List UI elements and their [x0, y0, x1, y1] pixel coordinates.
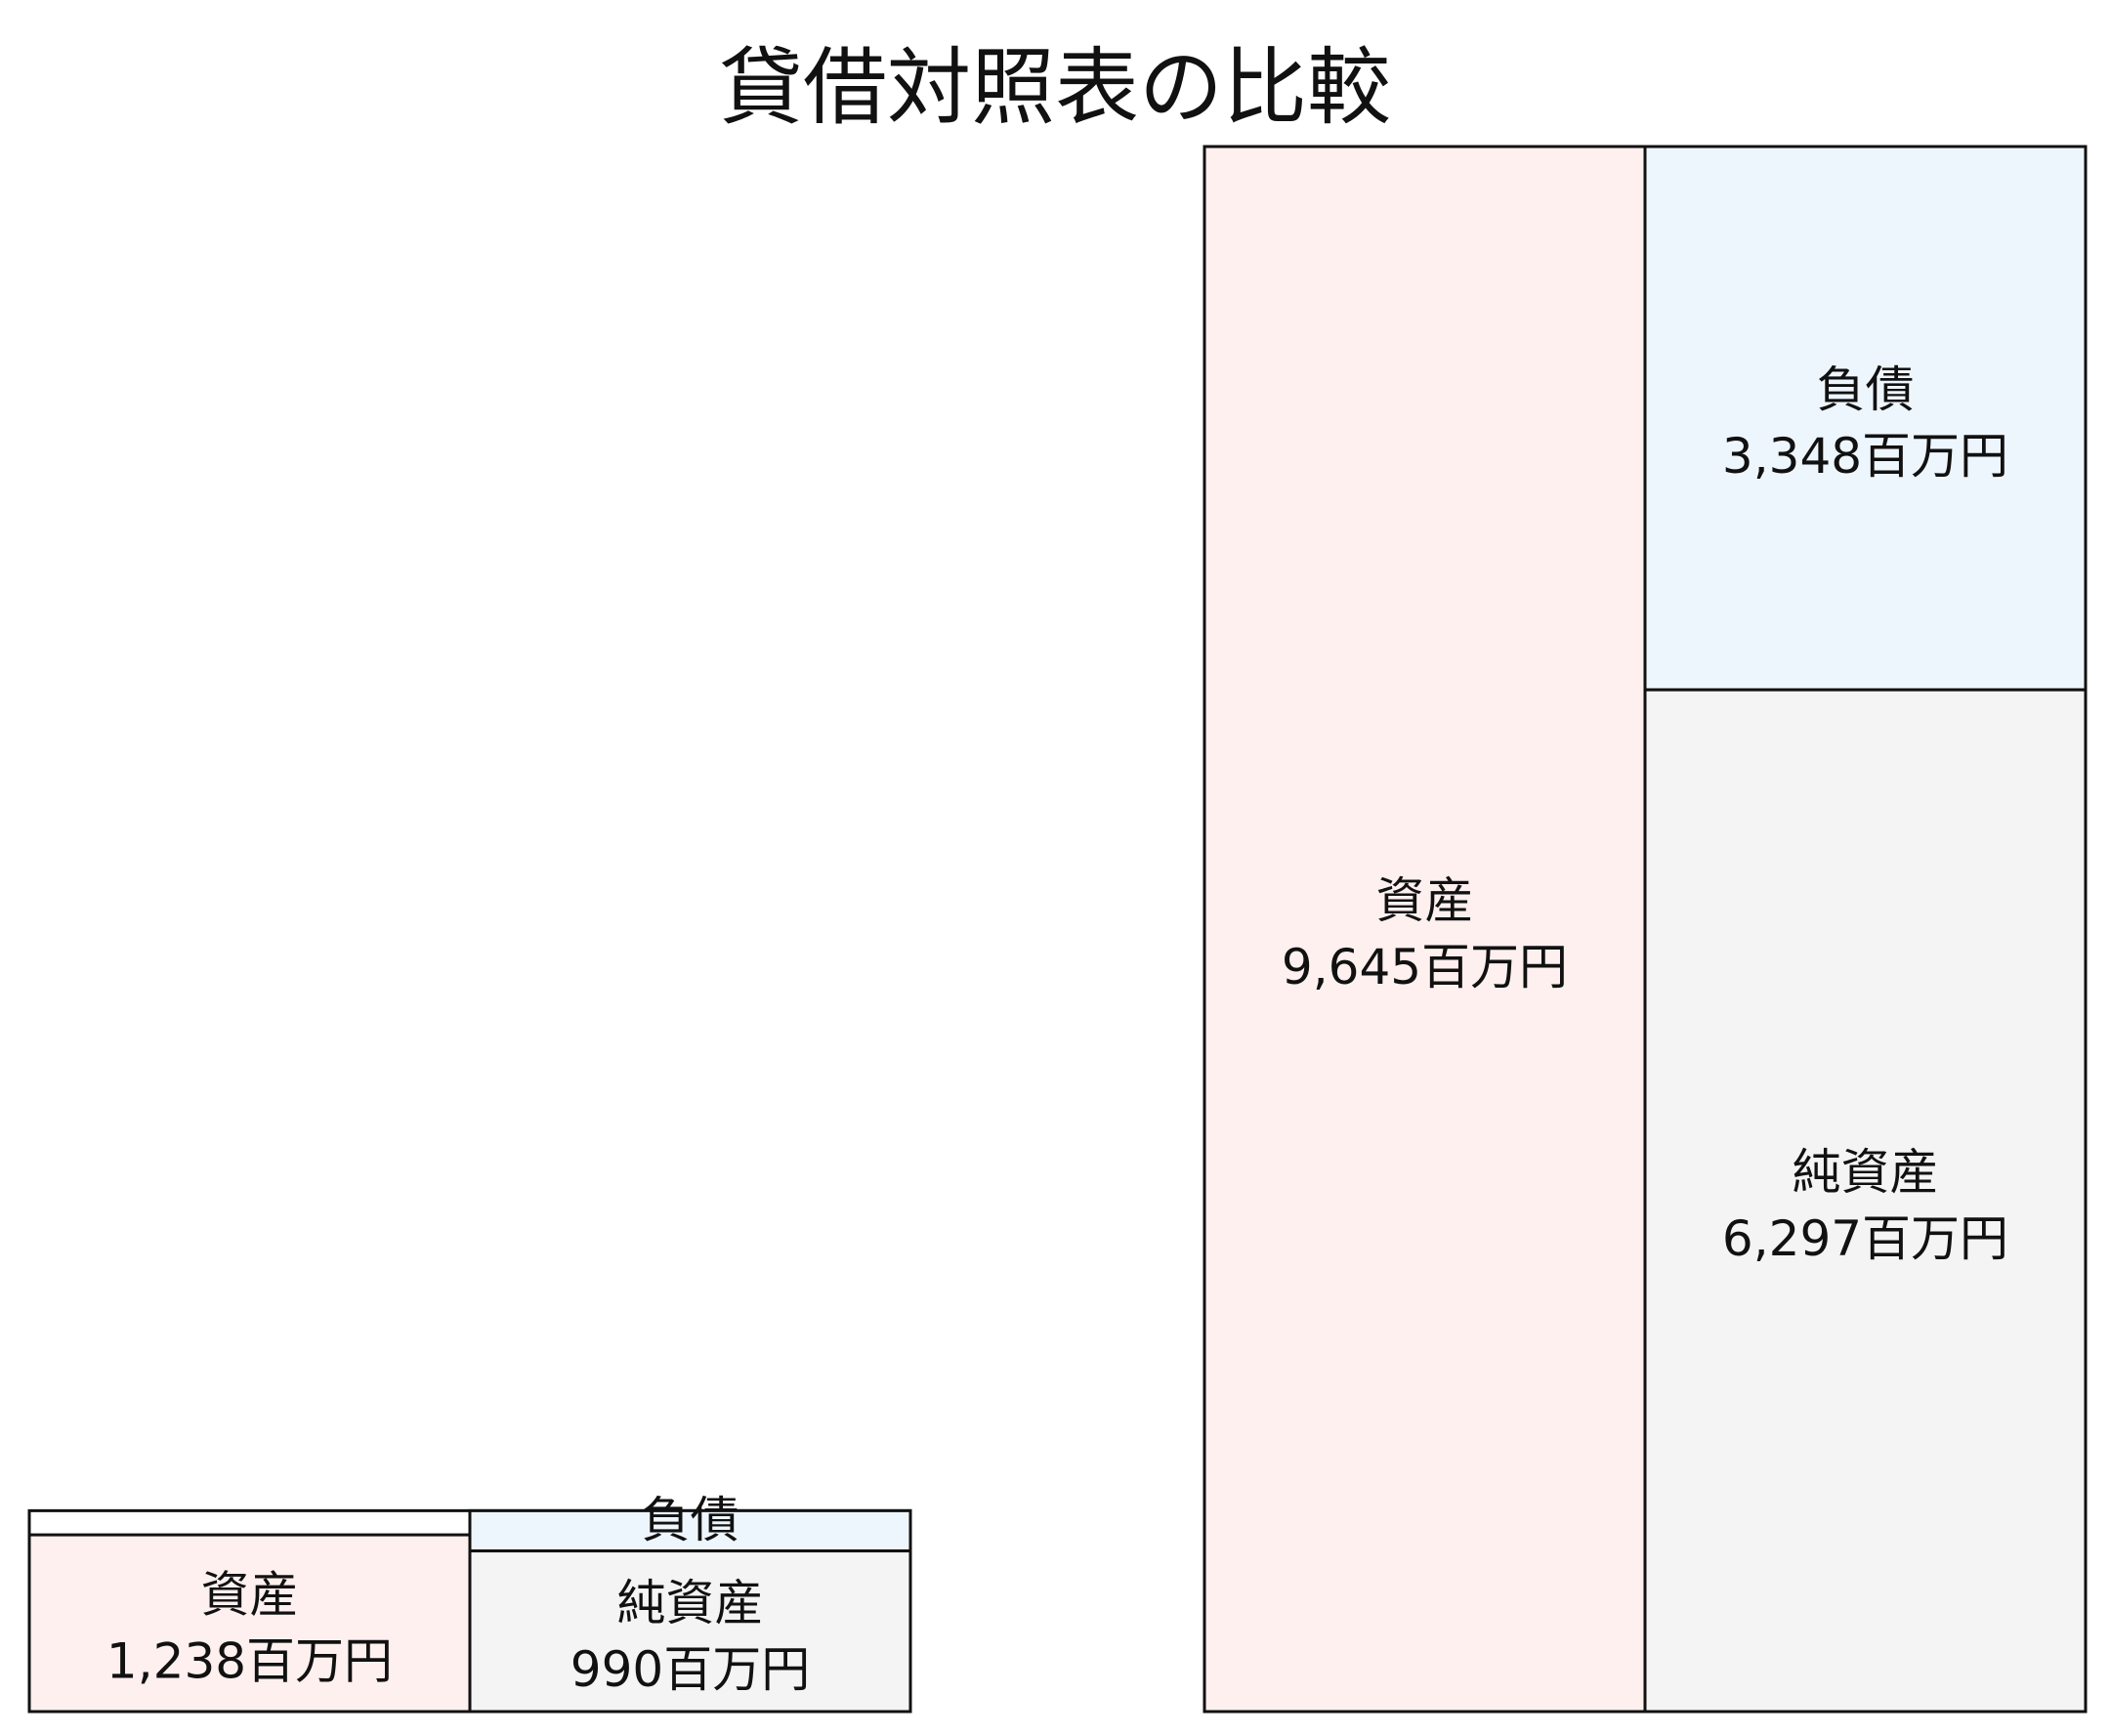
large-net-assets-block [1643, 688, 2088, 1714]
large-liabilities-block [1643, 145, 2088, 692]
small-assets-block [27, 1533, 472, 1714]
small-net-assets-overlay [468, 1549, 912, 1714]
large-assets-block [1203, 145, 1647, 1714]
small-liabilities-block [468, 1508, 912, 1553]
chart-title: 貸借対照表の比較 [719, 39, 1391, 137]
